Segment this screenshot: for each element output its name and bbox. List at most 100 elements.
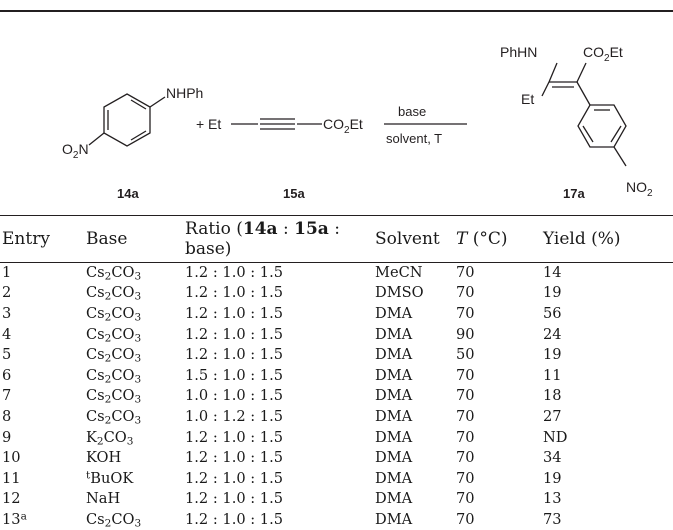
cell-solvent: DMA <box>375 346 413 364</box>
cell-temperature: 70 <box>456 304 475 322</box>
cell-base: Cs2CO3 <box>86 284 142 304</box>
cell-base: K2CO3 <box>86 428 134 448</box>
cell-solvent: DMA <box>375 490 413 508</box>
cell-ratio: 1.2 : 1.0 : 1.5 <box>185 449 284 467</box>
cell-entry: 9 <box>2 428 12 446</box>
no2-bond <box>88 132 105 146</box>
aniline-nhph-label: NHPh <box>166 85 203 101</box>
cell-yield: 14 <box>543 263 562 281</box>
cell-temperature: 70 <box>456 387 475 405</box>
cell-ratio: 1.2 : 1.0 : 1.5 <box>185 325 284 343</box>
product-et-label: Et <box>521 91 534 107</box>
cell-entry: 5 <box>2 346 12 364</box>
cell-yield: 13 <box>543 490 562 508</box>
cell-solvent: DMA <box>375 428 413 446</box>
arrow-label-conditions: solvent, T <box>386 131 442 146</box>
cell-temperature: 70 <box>456 263 475 281</box>
cell-solvent: DMA <box>375 449 413 467</box>
cell-base: Cs2CO3 <box>86 387 142 406</box>
cell-temperature: 70 <box>456 407 475 425</box>
cell-base: tBuOK <box>86 469 134 487</box>
cell-base: Cs2CO3 <box>86 366 142 386</box>
product-ester-label: CO2Et <box>583 44 623 64</box>
cell-temperature: 70 <box>456 490 475 508</box>
cell-base: Cs2CO3 <box>86 510 142 530</box>
table-row: 6 Cs2CO3 1.5 : 1.0 : 1.5 DMA 70 11 <box>0 365 673 386</box>
cell-yield: 19 <box>543 469 562 487</box>
cell-yield: 73 <box>543 510 562 528</box>
header-entry: Entry <box>2 229 50 249</box>
cell-entry: 6 <box>2 366 12 384</box>
plus-sign: + <box>196 116 204 132</box>
cell-base: Cs2CO3 <box>86 325 142 345</box>
cell-entry: 12 <box>2 490 21 508</box>
cell-yield: 18 <box>543 387 562 405</box>
product-ring <box>577 104 627 148</box>
cell-yield: 24 <box>543 325 562 343</box>
cell-entry: 2 <box>2 284 12 302</box>
cell-base: KOH <box>86 449 122 467</box>
cell-yield: 19 <box>543 346 562 364</box>
cell-solvent: MeCN <box>375 263 423 281</box>
cell-entry: 3 <box>2 304 12 322</box>
cell-solvent: DMA <box>375 366 413 384</box>
table-row: 3 Cs2CO3 1.2 : 1.0 : 1.5 DMA 70 56 <box>0 303 673 324</box>
cell-base: NaH <box>86 490 121 508</box>
cell-ratio: 1.2 : 1.0 : 1.5 <box>185 284 284 302</box>
cell-temperature: 70 <box>456 366 475 384</box>
cell-yield: ND <box>543 428 568 446</box>
cell-entry: 11 <box>2 469 21 487</box>
cell-ratio: 1.5 : 1.0 : 1.5 <box>185 366 284 384</box>
nh-bond <box>149 96 166 108</box>
cell-solvent: DMA <box>375 510 413 528</box>
cell-entry: 10 <box>2 449 21 467</box>
header-temperature: T (°C) <box>456 229 508 249</box>
product-phhn-label: PhHN <box>500 44 537 60</box>
cell-temperature: 70 <box>456 428 475 446</box>
cell-solvent: DMA <box>375 304 413 322</box>
cell-base: Cs2CO3 <box>86 407 142 427</box>
cell-ratio: 1.2 : 1.0 : 1.5 <box>185 304 284 322</box>
cell-yield: 56 <box>543 304 562 322</box>
cell-temperature: 70 <box>456 510 475 528</box>
compound-15a-label: 15a <box>283 186 305 201</box>
cell-ratio: 1.2 : 1.0 : 1.5 <box>185 428 284 446</box>
cell-temperature: 50 <box>456 346 475 364</box>
cell-base: Cs2CO3 <box>86 304 142 324</box>
cell-solvent: DMA <box>375 387 413 405</box>
cell-entry: 4 <box>2 325 12 343</box>
table-header-row: Entry Base Ratio (14a : 15a : base) Solv… <box>0 216 673 262</box>
cell-yield: 11 <box>543 366 562 384</box>
cell-ratio: 1.2 : 1.0 : 1.5 <box>185 490 284 508</box>
aniline-no2-label: O2N <box>62 141 89 161</box>
cell-yield: 34 <box>543 449 562 467</box>
header-base: Base <box>86 229 128 249</box>
cell-temperature: 70 <box>456 284 475 302</box>
reaction-scheme: NHPh O2N 14a + Et CO2Et 15a base solvent… <box>62 44 653 201</box>
header-yield: Yield (%) <box>543 229 621 249</box>
cell-ratio: 1.2 : 1.0 : 1.5 <box>185 510 284 528</box>
cell-temperature: 70 <box>456 469 475 487</box>
alkyne-et-label: Et <box>208 116 221 132</box>
cell-ratio: 1.2 : 1.0 : 1.5 <box>185 469 284 487</box>
cell-solvent: DMSO <box>375 284 424 302</box>
header-ratio: Ratio (14a : 15a : base) <box>185 219 340 259</box>
cell-solvent: DMA <box>375 407 413 425</box>
table-row: 9 K2CO3 1.2 : 1.0 : 1.5 DMA 70 ND <box>0 427 673 448</box>
cell-solvent: DMA <box>375 325 413 343</box>
compound-14a-label: 14a <box>117 186 139 201</box>
cell-entry: 1 <box>2 263 12 281</box>
alkyne-ester-label: CO2Et <box>323 116 363 136</box>
header-solvent: Solvent <box>375 229 440 249</box>
aniline-ring <box>103 93 151 147</box>
cell-base: Cs2CO3 <box>86 346 142 365</box>
header-top-rule <box>0 215 673 216</box>
cell-solvent: DMA <box>375 469 413 487</box>
